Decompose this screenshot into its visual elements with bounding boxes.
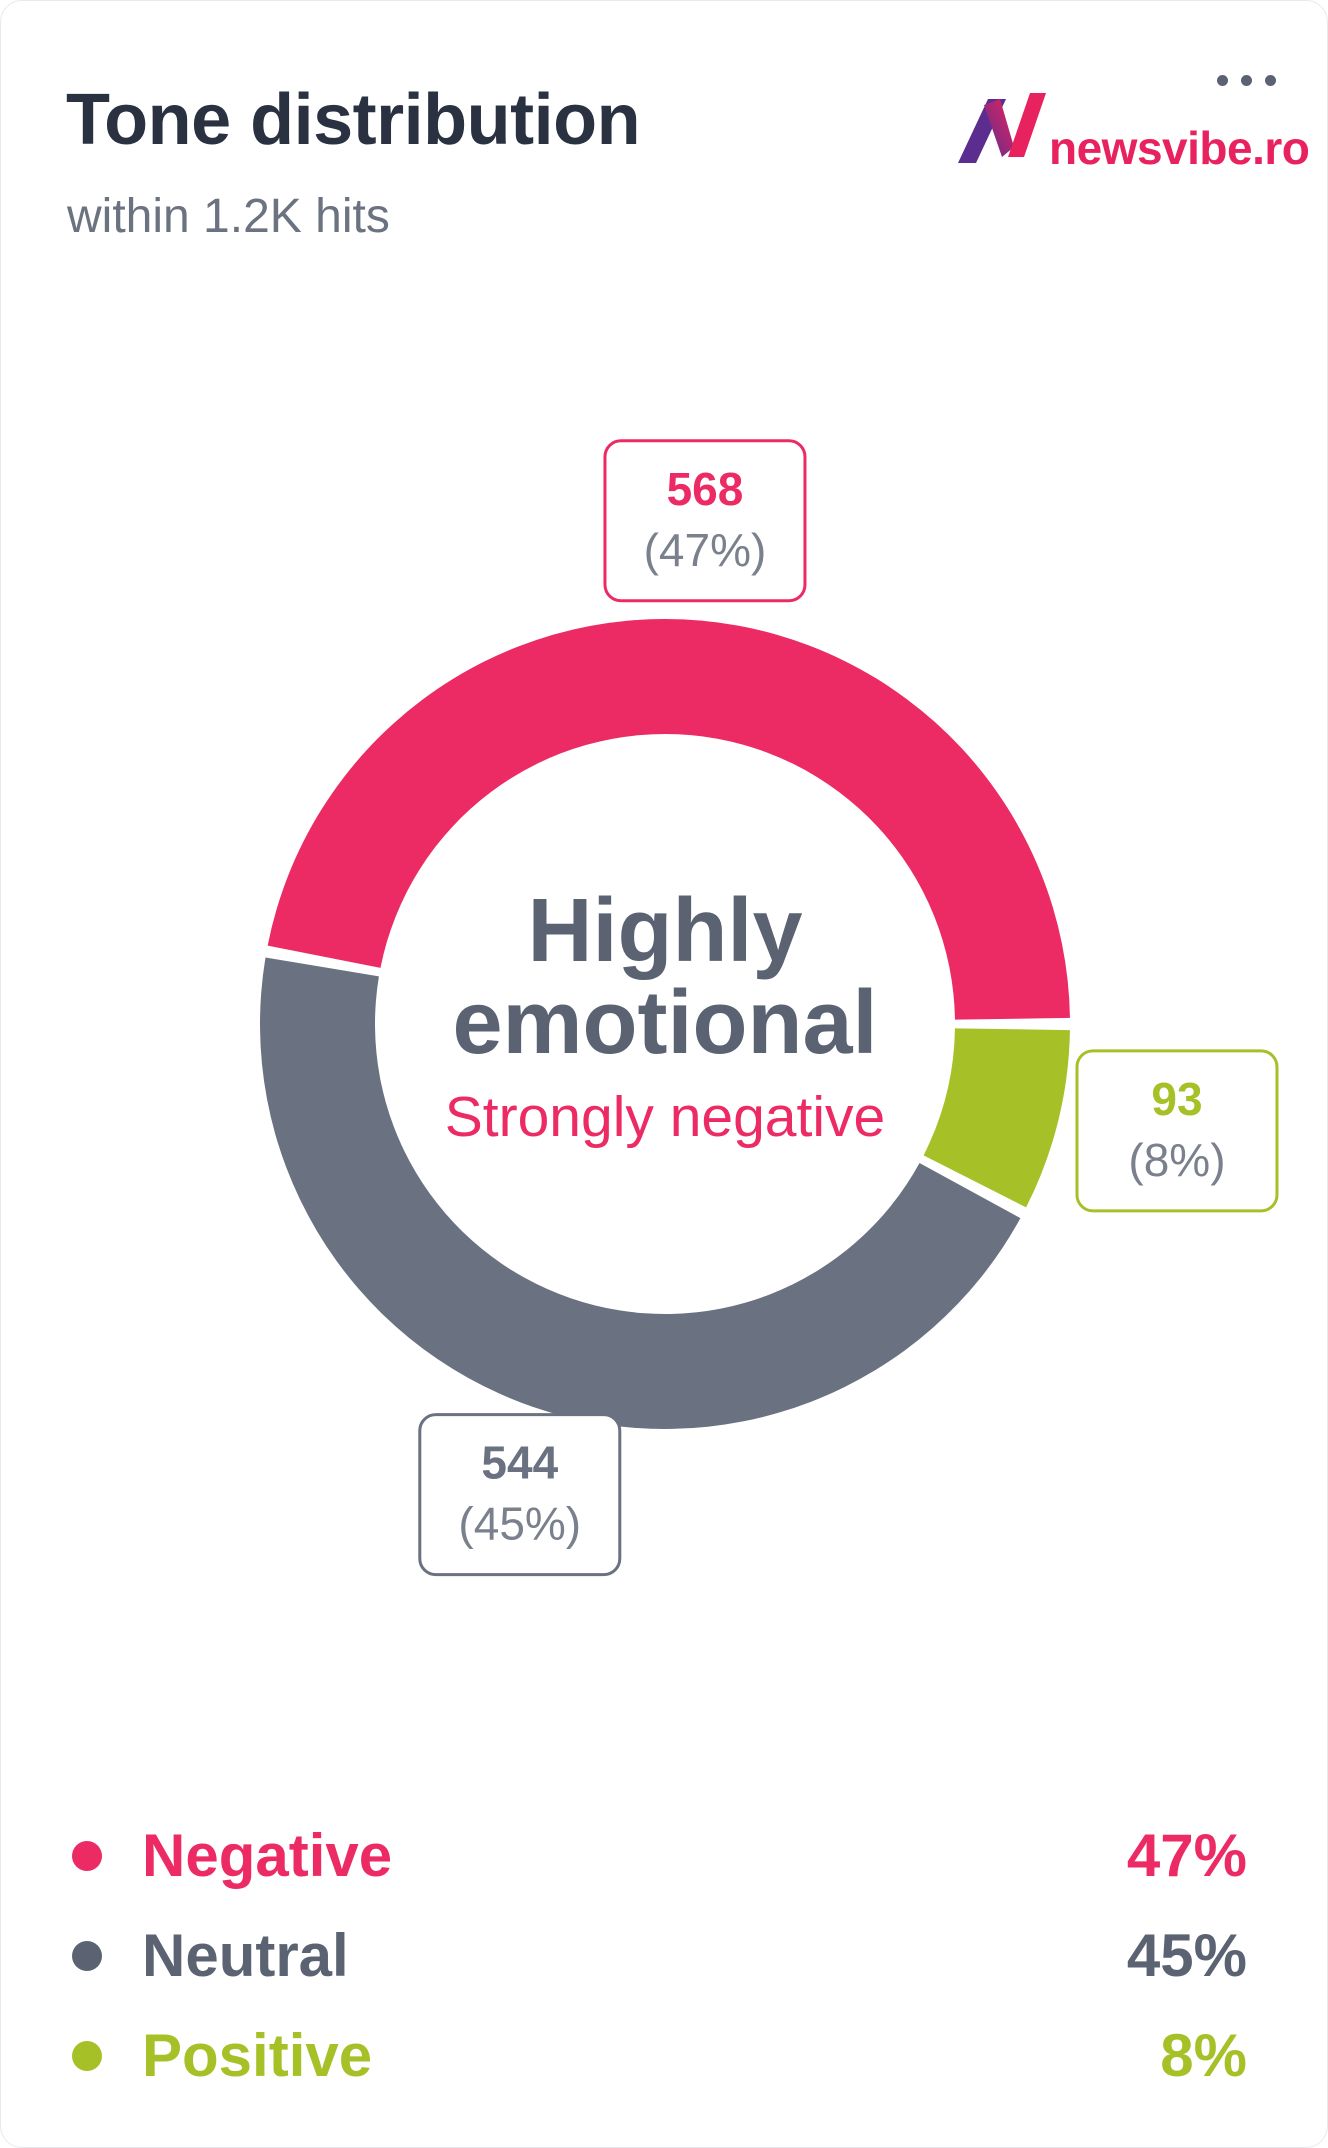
- callout-positive: 93 (8%): [1075, 1049, 1279, 1213]
- card-subtitle: within 1.2K hits: [67, 190, 390, 243]
- legend-item-negative[interactable]: Negative 47%: [67, 1801, 1247, 1901]
- callout-value: 544: [481, 1437, 558, 1489]
- callout-box: [418, 1413, 622, 1577]
- callout-value: 93: [1151, 1073, 1202, 1125]
- center-title-line1: Highly: [527, 881, 802, 981]
- legend-percent: 45%: [1126, 1922, 1247, 1989]
- callout-percent: (45%): [458, 1498, 581, 1550]
- more-dots-icon[interactable]: [1207, 61, 1287, 101]
- brand-name: newsvibe.ro: [1049, 122, 1310, 174]
- center-subtitle: Strongly negative: [445, 1085, 885, 1149]
- negative-dot: [72, 1841, 102, 1871]
- slice-neutral[interactable]: [259, 957, 1021, 1430]
- slice-callouts: 568 (47%) 544 (45%) 93 (8%): [418, 439, 1279, 1577]
- legend-item-positive[interactable]: Positive 8%: [67, 2001, 1247, 2101]
- slice-negative[interactable]: [267, 619, 1070, 1020]
- legend-item-neutral[interactable]: Neutral 45%: [67, 1901, 1247, 2001]
- callout-neutral: 544 (45%): [418, 1413, 622, 1577]
- legend-label: Positive: [142, 2022, 373, 2089]
- neutral-dot: [72, 1941, 102, 1971]
- legend-label: Negative: [142, 1822, 393, 1889]
- legend-label: Neutral: [142, 1922, 349, 1989]
- callout-box: [1075, 1049, 1279, 1213]
- legend-percent: 47%: [1126, 1822, 1247, 1889]
- center-text: Highly emotional Strongly negative: [445, 881, 885, 1149]
- callout-value: 568: [667, 463, 744, 515]
- legend: Negative 47% Neutral 45% Positive 8%: [67, 1801, 1247, 2101]
- newsvibe-logo-icon: [958, 93, 1046, 163]
- callout-box: [603, 439, 807, 603]
- callout-percent: (47%): [644, 524, 767, 576]
- center-title-line2: emotional: [452, 973, 877, 1073]
- slice-positive[interactable]: [923, 1028, 1070, 1208]
- positive-dot: [72, 2041, 102, 2071]
- card-title: Tone distribution: [66, 80, 641, 160]
- callout-percent: (8%): [1128, 1134, 1225, 1186]
- brand-logo: newsvibe.ro: [956, 91, 1316, 181]
- tone-donut-chart: Highly emotional Strongly negative 568 (4…: [259, 439, 1279, 1577]
- donut-ring: [259, 619, 1070, 1430]
- callout-negative: 568 (47%): [603, 439, 807, 603]
- legend-percent: 8%: [1160, 2022, 1247, 2089]
